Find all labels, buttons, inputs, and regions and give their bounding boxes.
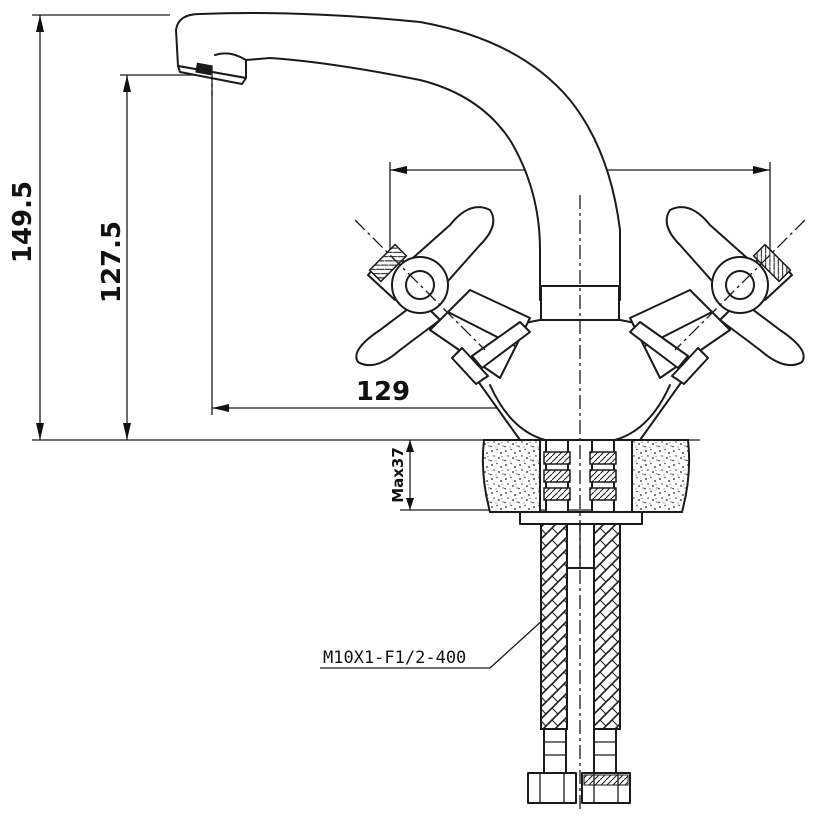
mounting-hardware — [519, 439, 643, 569]
dimension-counter-thickness: Max37 — [389, 440, 600, 511]
dimension-spout-height: 127.5 — [97, 74, 205, 440]
dimension-total-height-label: 149.5 — [8, 181, 38, 263]
dimension-spout-reach: 129 — [211, 72, 582, 415]
hose-spec-label: M10X1-F1/2-400 — [323, 648, 466, 668]
braided-hoses — [540, 523, 621, 730]
dimension-counter-thickness-label: Max37 — [389, 447, 407, 503]
spout — [175, 12, 621, 301]
dimension-total-height: 149.5 — [8, 14, 170, 440]
hose-fittings — [527, 728, 631, 804]
right-valve — [629, 289, 731, 385]
dimension-spout-height-label: 127.5 — [97, 221, 127, 303]
left-cross-handle — [354, 206, 495, 366]
left-valve — [429, 289, 531, 385]
right-cross-handle — [665, 206, 806, 366]
dimension-spout-reach-label: 129 — [356, 377, 410, 407]
countertop-section — [481, 439, 691, 513]
hose-spec-callout: M10X1-F1/2-400 — [320, 617, 546, 669]
